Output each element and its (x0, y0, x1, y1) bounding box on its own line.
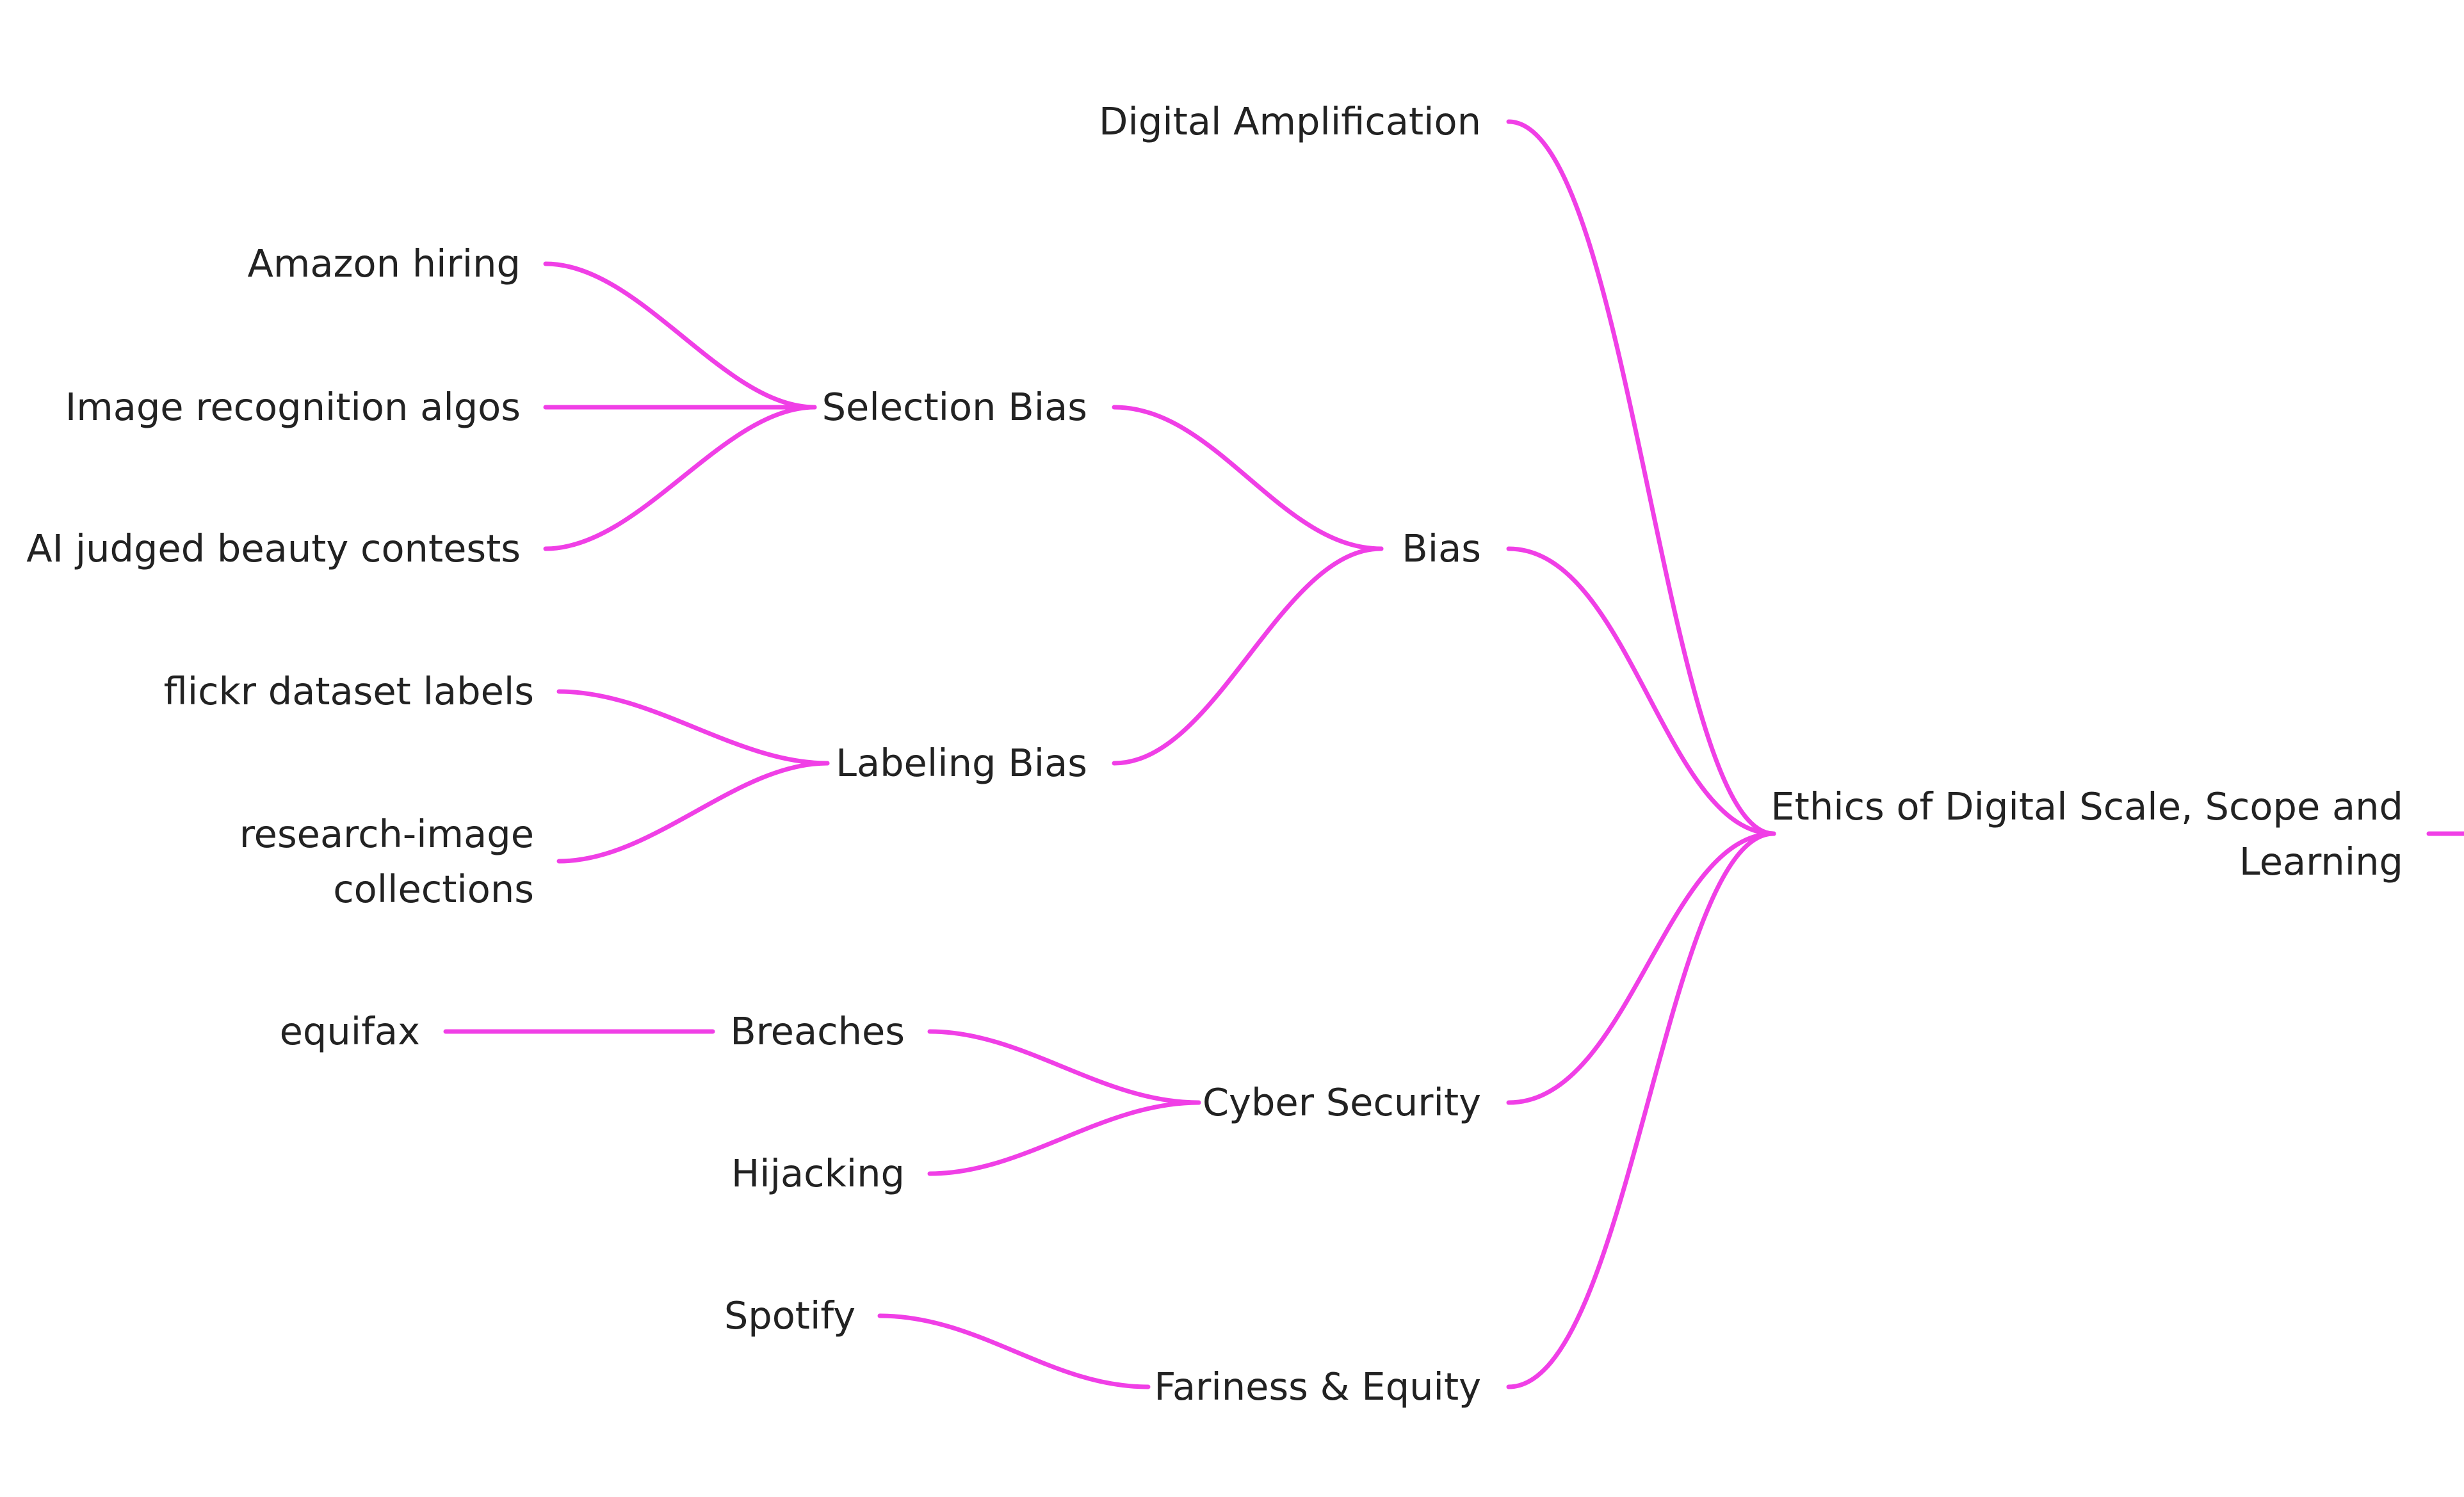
node-flickr-dataset-labels: flickr dataset labels (164, 669, 534, 713)
node-ai-judged-beauty-contests: AI judged beauty contests (26, 526, 521, 570)
node-labeling-bias: Labeling Bias (836, 741, 1087, 785)
connector-root-digital-amplification (1506, 119, 1776, 836)
node-breaches: Breaches (730, 1009, 905, 1053)
node-labels: Ethics of Digital Scale, Scope and Learn… (26, 99, 2403, 1409)
node-image-recognition-algos: Image recognition algos (65, 385, 521, 429)
connector-cyber-hijacking (927, 1100, 1201, 1176)
root-node-label-line1: Ethics of Digital Scale, Scope and (1771, 784, 2403, 829)
connector-labeling-research (556, 761, 830, 864)
node-amazon-hiring: Amazon hiring (248, 241, 521, 286)
node-hijacking: Hijacking (731, 1151, 905, 1195)
connector-root-fairness (1506, 831, 1776, 1389)
connector-root-bias (1506, 546, 1776, 836)
connector-cyber-breaches (927, 1029, 1201, 1105)
connector-bias-selection-bias (1112, 405, 1384, 551)
connector-selection-beauty (543, 405, 817, 551)
connector-bias-labeling-bias (1112, 546, 1384, 766)
connector-root-cyber-security (1506, 831, 1776, 1105)
connector-fairness-spotify (877, 1313, 1151, 1389)
connector-labeling-flickr (556, 689, 830, 766)
node-cyber-security: Cyber Security (1203, 1080, 1481, 1124)
node-bias: Bias (1402, 526, 1481, 570)
connector-selection-amazon (543, 261, 817, 410)
root-node-label-line2: Learning (2239, 839, 2403, 884)
node-selection-bias: Selection Bias (822, 385, 1087, 429)
connectors (443, 119, 2464, 1389)
node-spotify: Spotify (724, 1293, 855, 1338)
node-fairness-equity: Fariness & Equity (1154, 1364, 1481, 1409)
node-digital-amplification: Digital Amplification (1099, 99, 1481, 143)
node-research-image-line1: research-image (239, 812, 534, 856)
node-research-image-line2: collections (333, 867, 534, 911)
node-equifax: equifax (280, 1009, 420, 1053)
